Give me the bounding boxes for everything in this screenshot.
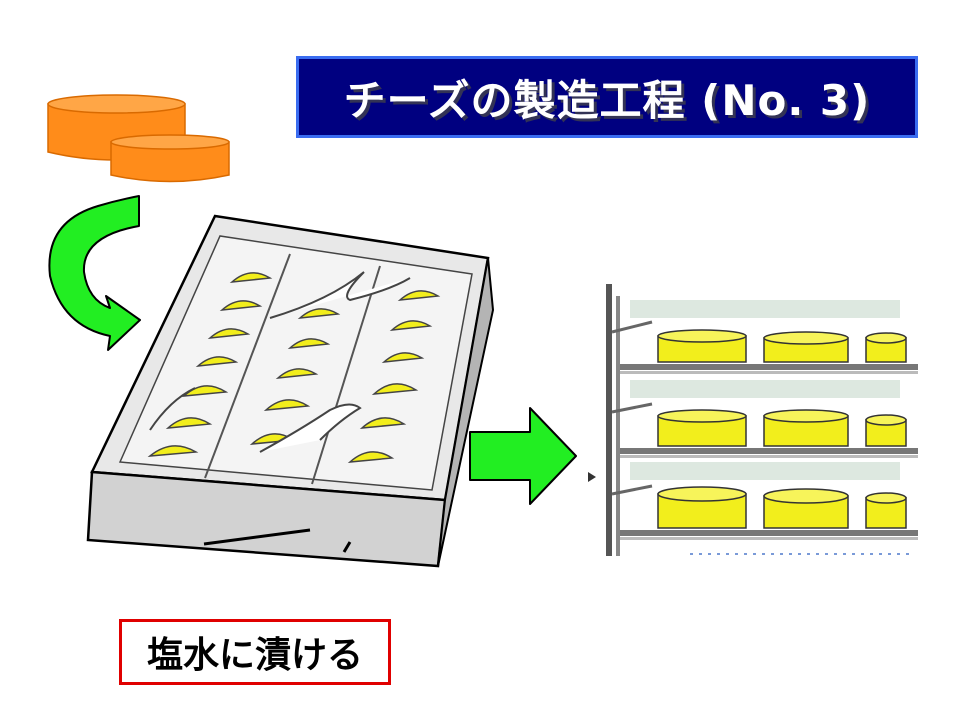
shelf-rack-icon <box>588 284 918 556</box>
cheese-wheel-icon <box>110 134 230 183</box>
right-arrow-icon <box>469 407 577 505</box>
brine-tray-icon <box>86 214 495 568</box>
curved-arrow-icon <box>48 195 141 351</box>
caption-box: 塩水に漬ける <box>119 619 391 685</box>
step-caption: 塩水に漬ける <box>146 635 363 676</box>
page-title: チーズの製造工程 (No. 3) <box>343 75 871 125</box>
title-banner: チーズの製造工程 (No. 3) <box>296 56 918 138</box>
